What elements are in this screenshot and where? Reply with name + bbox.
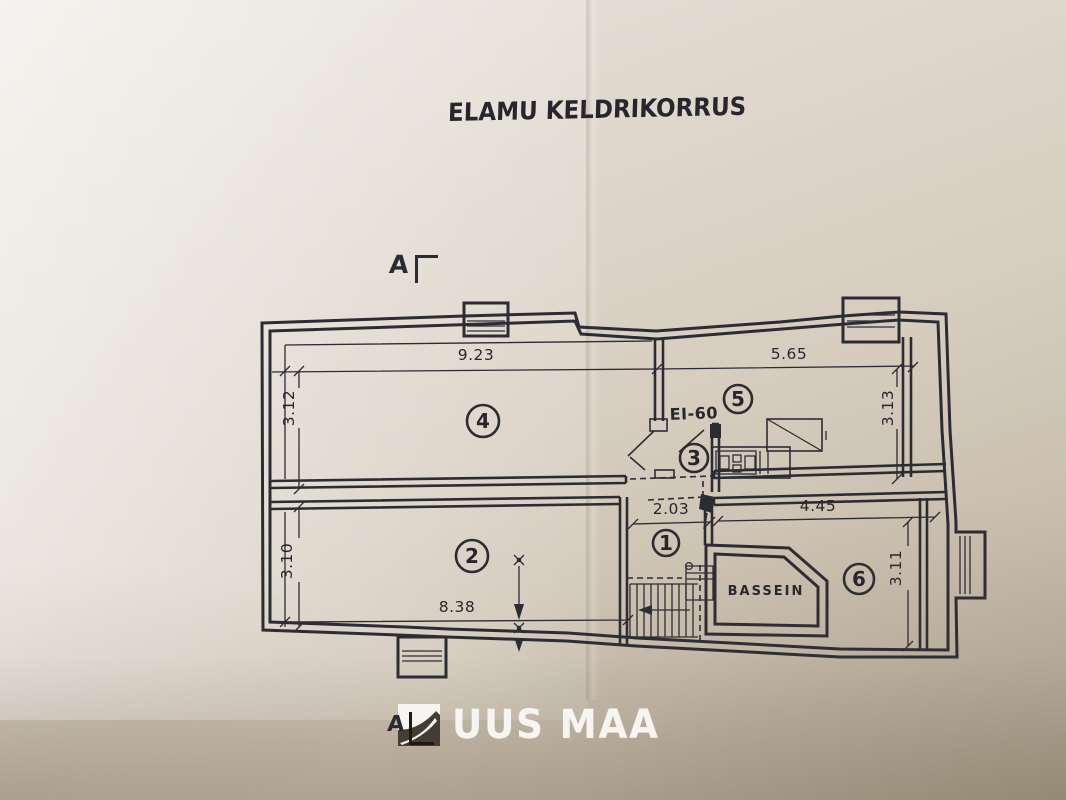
wall-room2-top — [269, 495, 621, 511]
room4-number: 4 — [476, 409, 490, 433]
dashed-stair-landing — [627, 565, 701, 643]
logo-swoosh-blade — [400, 718, 437, 745]
pool-inner — [713, 552, 820, 628]
dim-text-445: 4.45 — [800, 497, 837, 515]
dim-310 — [293, 501, 305, 633]
section-letter-bottom: A — [386, 712, 406, 737]
dim-838 — [279, 614, 634, 628]
chimney-top-right — [841, 296, 901, 344]
wall-mid-left — [269, 474, 628, 490]
room2-number: 2 — [465, 544, 479, 568]
dim-text-565: 5.65 — [771, 345, 808, 363]
stairs — [629, 561, 714, 638]
fire-rating-label: EI-60 — [669, 403, 718, 424]
uus-maa-watermark: UUS MAA — [398, 702, 675, 748]
chimney-top-right-body — [841, 296, 901, 344]
chimney-top-left-body — [462, 301, 510, 338]
chimney-top-left-hatch — [467, 320, 505, 332]
boiler-box — [766, 418, 823, 452]
dim-text-310: 3.10 — [278, 543, 296, 580]
vent-right-hatch — [959, 536, 971, 594]
stove-burner-2b — [732, 464, 742, 473]
door-symbol — [699, 494, 715, 530]
vent-right — [959, 536, 971, 594]
chimney-bottom-left-body — [396, 635, 448, 679]
dim-203 — [627, 516, 716, 530]
interior-walls — [269, 337, 947, 650]
dashed-openings — [627, 475, 713, 643]
stair-newel-knob — [684, 561, 694, 571]
boiler-diagonal — [766, 418, 827, 452]
section-bracket-top — [415, 255, 439, 283]
room4-circle — [465, 403, 501, 439]
wall-fire-filled — [710, 424, 721, 438]
dashed-corridor-openings — [629, 475, 713, 501]
stove-top — [715, 450, 757, 475]
pool-label: BASSEIN — [728, 584, 805, 599]
dim-line-top — [271, 365, 916, 373]
wall-room6-right — [918, 498, 929, 650]
stove-symbol — [711, 446, 791, 479]
room2-circle — [454, 538, 490, 574]
stove-burner-3 — [744, 455, 756, 470]
section-arrowhead-2 — [515, 640, 523, 652]
section-cross-bottom-dot — [516, 625, 522, 631]
dim-312 — [293, 365, 305, 495]
pool-outer — [704, 543, 829, 638]
chimney-top-left — [462, 301, 510, 338]
stove-burner-1 — [719, 455, 730, 470]
room3-number: 3 — [687, 446, 701, 470]
section-cross-top-dot — [516, 557, 522, 563]
stove-counter — [711, 446, 791, 479]
room5-circle — [722, 383, 754, 415]
room6-circle — [842, 562, 876, 596]
stair-direction-arrowhead — [638, 605, 652, 615]
dim-ticks-top — [279, 361, 919, 377]
section-marker-top: A — [388, 250, 439, 283]
dim-445 — [712, 511, 941, 527]
stair-flight-outline — [629, 583, 698, 638]
dim-313 — [891, 363, 903, 485]
uus-maa-logo-text: UUS MAA — [452, 702, 660, 748]
stove-divider — [759, 451, 769, 474]
section-arrowhead — [514, 604, 524, 620]
outer-wall-outline — [260, 310, 987, 659]
dim-text-838: 8.38 — [439, 598, 476, 616]
section-marker-bottom: A — [386, 712, 435, 745]
chimney-bottom-left — [396, 635, 448, 679]
dim-text-923: 9.23 — [458, 346, 495, 364]
dimension-texts: 9.23 5.65 3.12 3.13 3.10 3.11 8.38 2.03 … — [278, 345, 905, 616]
wall-room5-right — [901, 337, 913, 477]
dim-text-311: 3.11 — [887, 550, 905, 587]
chimney-bottom-left-hatch — [402, 650, 442, 662]
dim-text-203: 2.03 — [653, 500, 690, 518]
wall-cap — [649, 418, 668, 432]
stair-upper-landing — [685, 565, 714, 601]
section-bracket-bottom — [409, 712, 435, 745]
pool: BASSEIN — [704, 543, 829, 638]
room5-number: 5 — [731, 387, 745, 411]
door-filled-leaf — [699, 494, 715, 513]
door-stem — [703, 512, 708, 530]
finish-lines — [284, 340, 653, 627]
wall-room4-room5 — [653, 339, 665, 421]
room-numbers: 1 2 3 4 5 6 — [454, 383, 876, 596]
section-line — [513, 554, 525, 652]
stove-burner-2a — [732, 454, 742, 463]
dimension-lines — [271, 361, 941, 652]
boiler-symbol — [766, 418, 827, 452]
chimney-top-right-hatch — [847, 314, 895, 328]
dim-text-313: 3.13 — [879, 390, 897, 427]
section-letter-top: A — [388, 250, 410, 279]
room3-circle — [678, 442, 710, 474]
outer-walls — [260, 310, 987, 659]
wall-room5-bottom — [712, 462, 947, 480]
inner-wall-outline — [268, 318, 950, 652]
dim-311 — [902, 516, 914, 652]
dim-text-312: 3.12 — [280, 390, 298, 427]
room1-number: 1 — [659, 531, 673, 555]
room6-number: 6 — [852, 567, 866, 591]
room1-circle — [651, 528, 681, 558]
